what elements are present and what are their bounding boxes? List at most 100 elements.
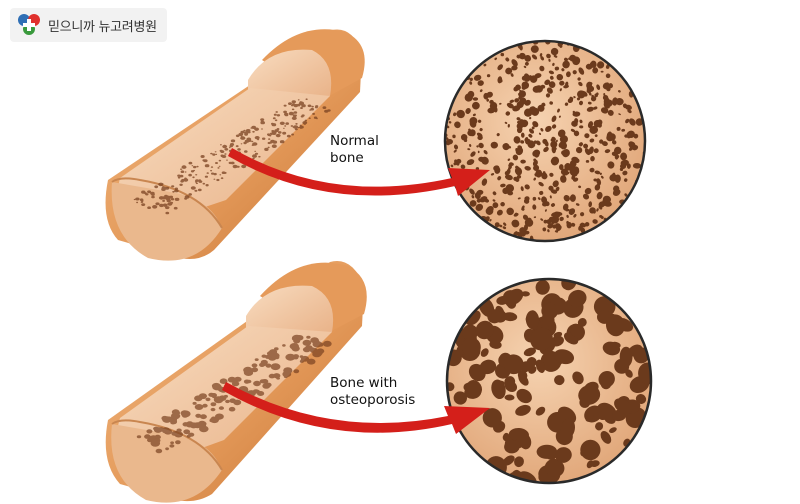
bone-pore <box>243 142 246 144</box>
bone-pore <box>212 153 215 155</box>
normal-bone-caption: Normal bone <box>330 133 379 167</box>
bone-pore <box>147 206 151 209</box>
bone-pore <box>537 445 558 459</box>
bone-pore <box>265 355 271 359</box>
bone-pore <box>219 174 221 175</box>
bone-pore <box>193 166 196 168</box>
bone-pore <box>215 416 220 420</box>
bone-pore <box>209 419 214 422</box>
bone-pore <box>308 105 312 108</box>
bone-pore <box>268 138 270 140</box>
bone-pore <box>231 139 235 142</box>
bone-pore <box>309 109 311 111</box>
bone-pore <box>292 117 297 120</box>
bone-pore <box>495 222 500 227</box>
bone-pore <box>162 200 165 202</box>
bone-pore <box>159 196 164 200</box>
bone-pore <box>257 139 259 140</box>
bone-pore <box>234 377 242 382</box>
bone-pore <box>268 147 270 149</box>
bone-pore <box>216 179 219 181</box>
normal-bone-magnified-icon <box>442 38 645 241</box>
bone-pore <box>280 122 285 125</box>
bone-pore <box>192 165 194 166</box>
bone-pore <box>167 202 172 206</box>
bone-pore <box>211 402 217 406</box>
bone-pore <box>265 383 272 388</box>
bone-pore <box>174 207 178 210</box>
bone-pore <box>162 416 171 423</box>
bone-pore <box>224 153 226 155</box>
bone-pore <box>180 180 184 183</box>
bone-pore <box>243 130 245 132</box>
bone-pore <box>258 156 260 158</box>
bone-pore <box>229 145 233 148</box>
bone-pore <box>206 398 211 402</box>
bone-pore <box>196 166 198 168</box>
bone-pore <box>250 127 252 129</box>
bone-pore <box>194 395 202 401</box>
bone-pore <box>252 131 255 133</box>
bone-pore <box>172 191 175 193</box>
bone-pore <box>199 426 209 433</box>
bone-pore <box>195 404 204 410</box>
bone-pore <box>229 162 232 164</box>
bone-pore <box>301 358 306 362</box>
normal-bone-caption-line2: bone <box>330 150 379 167</box>
bone-pore <box>315 105 318 107</box>
bone-pore <box>262 138 265 140</box>
bone-pore <box>205 176 208 178</box>
bone-pore <box>244 150 248 153</box>
bone-pore <box>278 131 282 134</box>
bone-pore <box>195 174 197 175</box>
bone-pore <box>236 135 240 138</box>
bone-pore <box>255 136 260 139</box>
bone-pore <box>224 148 228 151</box>
bone-pore <box>220 150 224 153</box>
bone-pore <box>166 196 171 200</box>
bone-pore <box>293 369 299 373</box>
bone-pore <box>191 186 196 189</box>
bone-pore <box>180 175 184 178</box>
bone-pore <box>292 109 295 111</box>
bone-pore <box>309 117 311 119</box>
bone-pore <box>271 353 280 359</box>
bone-pore <box>203 159 207 162</box>
bone-pore <box>194 190 197 192</box>
bone-pore <box>207 172 209 174</box>
bone-pore <box>224 395 228 398</box>
bone-pore <box>261 128 263 129</box>
bone-pore <box>293 125 298 129</box>
bone-pore <box>165 206 169 209</box>
bone-pore <box>199 180 203 183</box>
bone-pore <box>214 396 222 402</box>
bone-pore <box>324 110 328 113</box>
bone-pore <box>179 184 182 186</box>
bone-pore <box>202 404 207 408</box>
bone-pore <box>284 105 287 107</box>
bone-pore <box>282 344 286 347</box>
bone-pore <box>222 145 227 148</box>
bone-pore <box>303 347 311 352</box>
bone-pore <box>275 119 278 121</box>
bone-pore <box>252 142 257 146</box>
bone-pore <box>181 170 185 173</box>
bone-pore <box>188 193 192 196</box>
bone-pore <box>210 153 212 155</box>
bone-pore <box>184 198 187 200</box>
bone-pore <box>473 97 478 100</box>
bone-pore <box>285 354 295 361</box>
bone-pore <box>285 114 289 116</box>
bone-pore <box>141 203 145 206</box>
bone-pore <box>260 362 266 366</box>
bone-pore <box>229 407 236 412</box>
bone-pore <box>287 135 291 138</box>
bone-pore <box>261 121 264 123</box>
bone-pore <box>175 440 181 444</box>
bone-pore <box>264 148 268 151</box>
bone-pore <box>211 166 213 168</box>
bone-pore <box>226 160 228 161</box>
bone-pore <box>217 167 219 169</box>
bone-pore <box>276 377 280 380</box>
